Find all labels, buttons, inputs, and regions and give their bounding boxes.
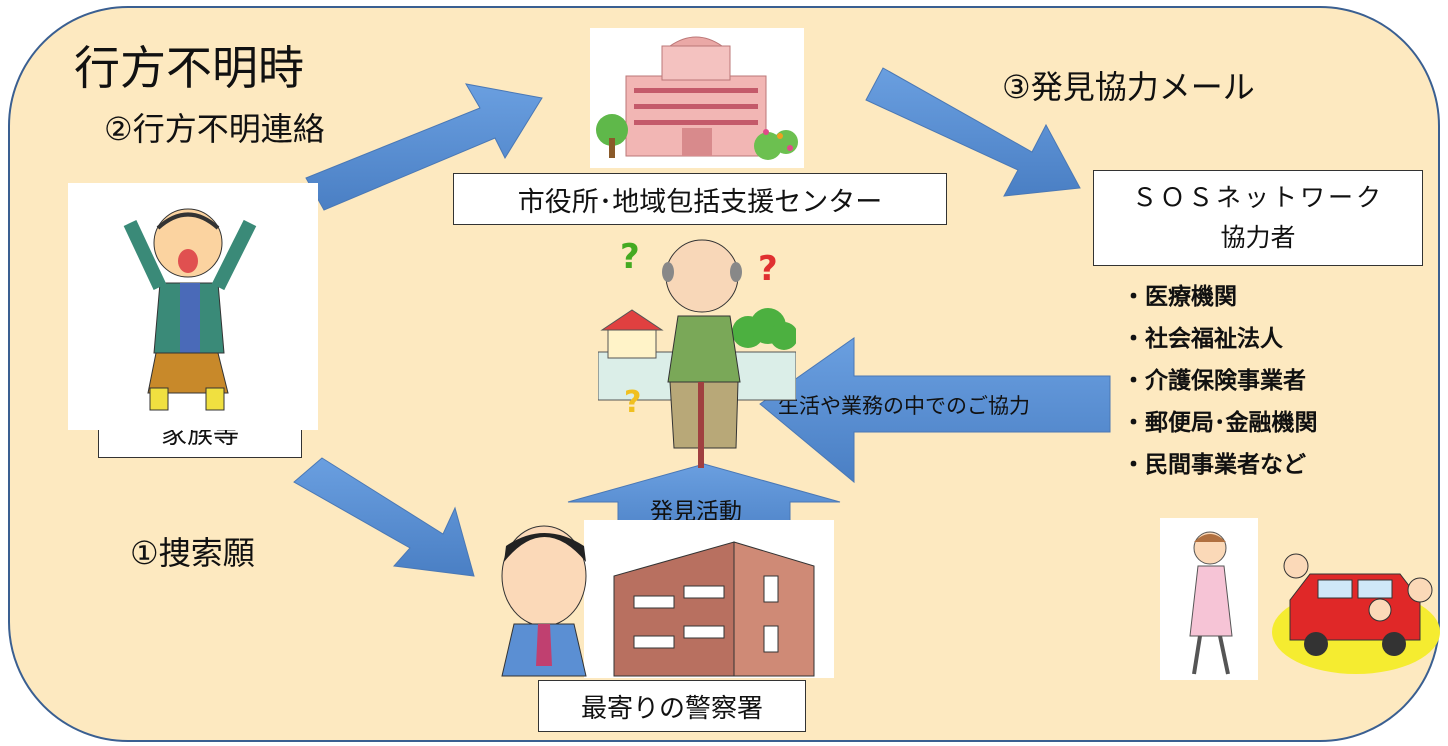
walking-woman-icon xyxy=(1160,518,1258,680)
step1-label: ①捜索願 xyxy=(130,534,255,572)
step2-label: ②行方不明連絡 xyxy=(104,110,325,148)
police-station-building-icon xyxy=(501,520,834,678)
step3-label: ③発見協力メール xyxy=(1002,68,1255,106)
welfare-van-icon xyxy=(1272,553,1440,674)
question-mark-icon: ? xyxy=(620,237,640,277)
city-hall-building-icon xyxy=(590,28,804,168)
confused-elderly-man-icon: ? ? ? xyxy=(598,237,796,468)
list-item: 医療機関 xyxy=(1122,276,1318,318)
city-hall-box: 市役所･地域包括支援センター xyxy=(453,173,947,225)
arrow-cooperation xyxy=(759,337,1111,484)
sos-network-subtitle: 協力者 xyxy=(1220,223,1296,252)
arrow-step1 xyxy=(293,457,475,577)
cooperation-arrow-label: 生活や業務の中でのご協力 xyxy=(778,394,1030,418)
list-item: 社会福祉法人 xyxy=(1122,318,1318,360)
question-mark-icon: ? xyxy=(624,385,641,420)
cooperator-list: 医療機関 社会福祉法人 介護保険事業者 郵便局･金融機関 民間事業者など xyxy=(1122,276,1318,486)
panicked-family-member-icon xyxy=(68,183,318,430)
house-icon xyxy=(600,309,664,359)
sos-network-box: ＳＯＳネットワーク 協力者 xyxy=(1093,170,1423,266)
question-mark-icon: ? xyxy=(758,249,778,289)
police-officer-icon xyxy=(501,525,587,677)
page-title: 行方不明時 xyxy=(74,41,304,95)
list-item: 民間事業者など xyxy=(1122,444,1318,486)
arrow-step3 xyxy=(865,67,1081,197)
list-item: 介護保険事業者 xyxy=(1122,360,1318,402)
tree-icon xyxy=(732,308,796,350)
list-item: 郵便局･金融機関 xyxy=(1122,402,1318,444)
sos-network-title: ＳＯＳネットワーク xyxy=(1131,183,1384,212)
arrow-step2 xyxy=(305,83,543,211)
police-box: 最寄りの警察署 xyxy=(538,680,806,732)
